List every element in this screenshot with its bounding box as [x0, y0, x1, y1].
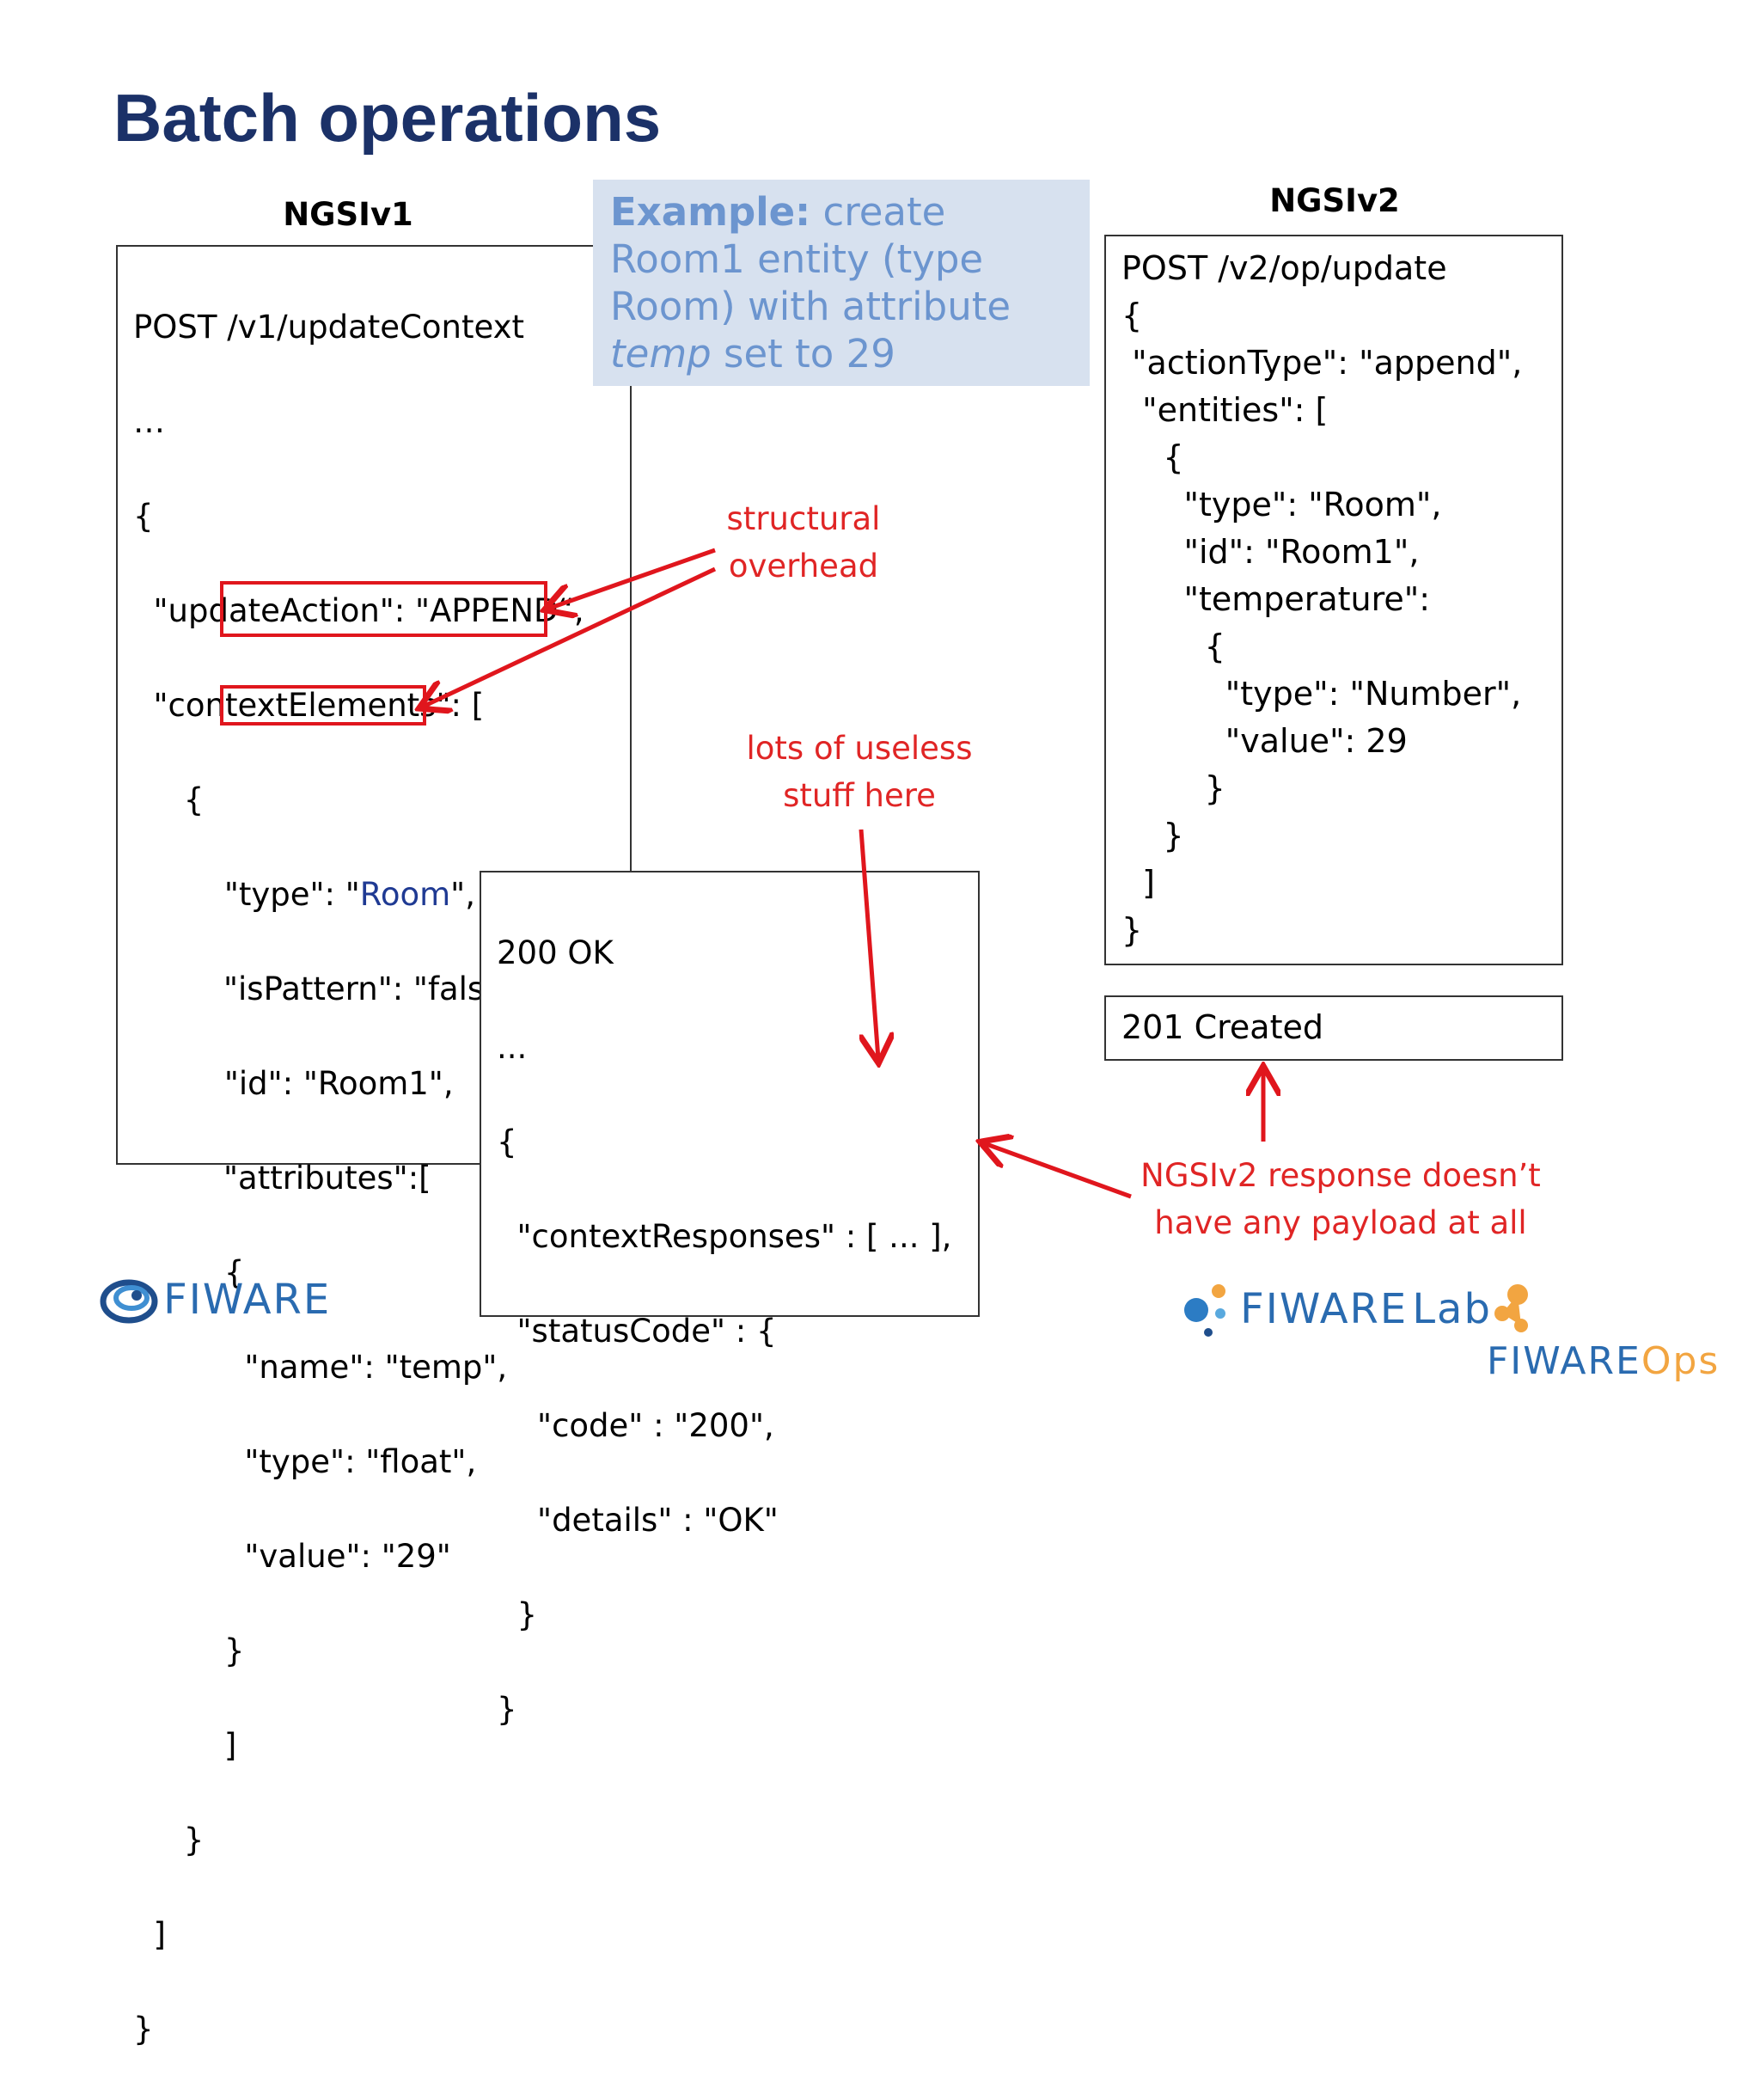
response-status-line: 200 OK	[497, 934, 614, 971]
ngsiv2-request-line: "actionType": "append",	[1121, 344, 1523, 382]
useless-stuff-line-2: stuff here	[783, 777, 936, 814]
example-label: Example:	[610, 189, 811, 235]
type-end: ",	[450, 876, 475, 913]
response-close-brace: }	[497, 1691, 517, 1728]
example-line-2: Room1 entity (type	[610, 236, 984, 282]
example-line-4: temp set to 29	[610, 330, 1090, 377]
attribute-open-brace: {	[133, 1254, 245, 1291]
slide-title: Batch operations	[113, 80, 662, 156]
fiware-logo: FIWARE	[99, 1272, 331, 1332]
ngsiv2-request-box	[1104, 235, 1563, 965]
type-key: "type": "	[133, 876, 360, 913]
ngsiv2-request-line: "type": "Room",	[1121, 486, 1442, 523]
arrow-to-ispattern	[548, 548, 716, 609]
fiware-ops-logo: FIWAREOps	[1487, 1279, 1760, 1383]
arrow-to-context-responses	[859, 829, 878, 1059]
example-italic-temp: temp	[610, 331, 712, 377]
useless-stuff-line-1: lots of useless	[746, 730, 973, 767]
ngsiv2-request-line: ]	[1121, 864, 1155, 902]
attributes-bracket: [	[419, 1160, 431, 1197]
ngsiv2-request-line: }	[1121, 911, 1143, 949]
no-payload-note: NGSIv2 response doesn’t have any payload…	[1117, 1152, 1564, 1246]
element-close-brace: }	[133, 1821, 205, 1858]
ngsiv2-request-line: "temperature":	[1121, 580, 1431, 618]
status-close-brace: }	[497, 1596, 538, 1633]
fiware-lab-text-1: FIWARE	[1240, 1285, 1409, 1333]
structural-overhead-note: structural overhead	[705, 495, 902, 590]
ngsiv1-heading: NGSIv1	[283, 196, 413, 233]
fiware-swirl-icon	[100, 1279, 158, 1324]
ngsiv2-request-line: }	[1121, 817, 1184, 854]
example-text-1: create	[810, 189, 946, 235]
no-payload-line-1: NGSIv2 response doesn’t	[1140, 1157, 1541, 1194]
ngsiv2-request-line: }	[1121, 769, 1225, 807]
fiware-ops-gear-icon	[1494, 1284, 1528, 1332]
useless-stuff-note: lots of useless stuff here	[730, 725, 988, 819]
response-open-brace: {	[497, 1123, 517, 1160]
structural-overhead-line-1: structural	[726, 500, 881, 537]
request-close-brace: }	[133, 2011, 154, 2048]
fiware-logo-text: FIWARE	[163, 1276, 332, 1324]
example-line-1: Example: create	[610, 188, 1090, 236]
ngsiv2-response-text: 201 Created	[1121, 1008, 1323, 1046]
fiware-ops-text-2: Ops	[1641, 1339, 1720, 1383]
no-payload-line-2: have any payload at all	[1154, 1204, 1527, 1241]
example-callout: Example: create Room1 entity (type Room)…	[593, 180, 1090, 386]
example-line-3: Room) with attribute	[610, 284, 1011, 329]
ngsiv2-request-code: POST /v2/op/update { "actionType": "appen…	[1121, 245, 1522, 954]
arrow-to-attributes	[423, 566, 717, 707]
status-code-line: "statusCode" : {	[497, 1313, 777, 1350]
request-open-brace: {	[133, 498, 154, 535]
fiware-lab-text-2: Lab	[1412, 1285, 1492, 1333]
details-line: "details" : "OK"	[497, 1502, 779, 1539]
elements-close-bracket: ]	[133, 1916, 166, 1953]
ngsiv2-request-line: "id": "Room1",	[1121, 533, 1420, 571]
response-ellipsis: ...	[497, 1029, 528, 1066]
type-value-room: Room	[359, 876, 451, 913]
context-elements-line: "contextElements": [	[133, 687, 485, 724]
fiware-ops-text-1: FIWARE	[1487, 1339, 1641, 1383]
context-responses-line: "contextResponses" : [ ... ],	[497, 1218, 952, 1255]
attributes-line: "attributes":[	[133, 1154, 584, 1202]
structural-overhead-line-2: overhead	[728, 548, 879, 585]
id-line: "id": "Room1",	[133, 1065, 454, 1102]
element-open-brace: {	[133, 781, 205, 818]
ngsiv2-request-line: {	[1121, 297, 1143, 334]
ngsiv2-request-line: {	[1121, 438, 1184, 476]
attributes-key: "attributes":	[223, 1160, 419, 1197]
ngsiv2-request-line: "value": 29	[1121, 722, 1408, 760]
type-line: "type": "Room",	[133, 871, 584, 918]
fiware-lab-dots-icon	[1184, 1284, 1225, 1337]
ngsiv2-request-line: POST /v2/op/update	[1121, 249, 1447, 287]
example-text-4: set to 29	[711, 331, 895, 377]
ngsiv2-request-line: {	[1121, 628, 1225, 665]
ngsiv2-request-line: "type": "Number",	[1121, 675, 1522, 713]
annotation-arrows	[0, 548, 1760, 1199]
ngsiv2-request-line: "entities": [	[1121, 391, 1329, 429]
ngsiv2-heading: NGSIv2	[1269, 182, 1400, 219]
request-ellipsis: …	[133, 403, 165, 440]
fiware-lab-logo: FIWARE Lab	[1176, 1279, 1492, 1339]
ngsiv2-response-box	[1104, 995, 1563, 1061]
request-method-line: POST /v1/updateContext	[133, 309, 524, 346]
code-line: "code" : "200",	[497, 1407, 774, 1444]
ngsiv1-response-box	[480, 871, 980, 1317]
arrow-to-200-response	[984, 1143, 1132, 1199]
